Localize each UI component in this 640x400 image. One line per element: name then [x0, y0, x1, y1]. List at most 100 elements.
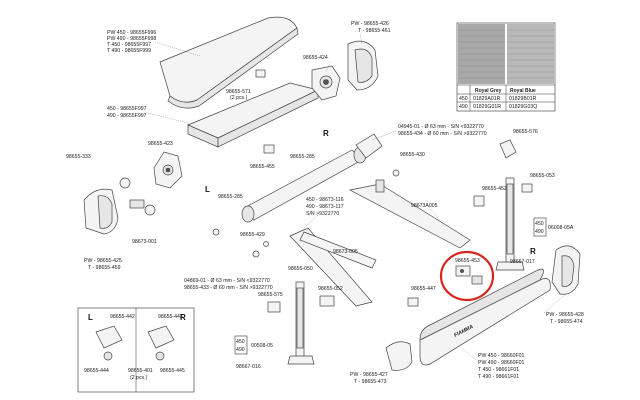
- svg-text:450 - 98655F997: 450 - 98655F997: [107, 106, 147, 112]
- label-017: 98667-017: [510, 259, 535, 265]
- svg-text:T - 98655-473: T - 98655-473: [354, 379, 387, 385]
- label-444: 98655-444: [84, 368, 109, 374]
- label-452: 98655-452: [482, 186, 507, 192]
- svg-text:450: 450: [535, 221, 544, 227]
- roller-label: 04869-01 - Ø 63 mm - S/N <9322770 98655-…: [184, 278, 273, 291]
- blue-450: 01829B01R: [509, 96, 537, 102]
- svg-text:450 - 98673-116: 450 - 98673-116: [306, 197, 344, 203]
- clip-455: [263, 144, 275, 154]
- end-cap-426: [347, 40, 379, 91]
- svg-text:98655-434 - Ø 60 mm - S/N >932: 98655-434 - Ø 60 mm - S/N >9322770: [398, 131, 487, 137]
- back-profile-part: [187, 82, 320, 148]
- svg-text:450: 450: [236, 339, 245, 345]
- fabric-table: Royal Grey Royal Blue 450 01829A01R 0182…: [456, 22, 556, 112]
- bolts-429: [212, 228, 269, 258]
- blue-490: 01829G03Q: [509, 104, 537, 110]
- clip-053: [521, 183, 533, 193]
- svg-text:T - 98655-459: T - 98655-459: [88, 265, 121, 271]
- back-profile-label: 450 - 98655F997 490 - 98655F997: [107, 106, 147, 119]
- svg-text:T 490 - 98655F999: T 490 - 98655F999: [107, 48, 151, 54]
- svg-text:T 450 - 98661F01: T 450 - 98661F01: [478, 367, 519, 373]
- svg-text:S/N >9322770: S/N >9322770: [306, 211, 339, 217]
- cover-label: PW 450 - 98660F01 PW 490 - 98660F01 T 45…: [478, 353, 525, 380]
- label-445: 98655-445: [160, 368, 185, 374]
- inset-box: L 98655-442 98655-443 R 98655-444 98655-…: [77, 307, 195, 393]
- svg-text:PW - 98655-427: PW - 98655-427: [350, 372, 388, 378]
- svg-text:490 - 98673-117: 490 - 98673-117: [306, 204, 344, 210]
- end-cap-427: [385, 341, 413, 371]
- front-cover-bar: FIAMMA: [419, 268, 551, 366]
- svg-text:T - 98655-461: T - 98655-461: [358, 28, 391, 34]
- label-426: PW - 98655-426 T - 98655-461: [351, 21, 391, 34]
- arm-116-label: 450 - 98673-116 490 - 98673-117 S/N >932…: [306, 197, 344, 217]
- svg-text:490: 490: [236, 347, 245, 353]
- support-leg-right: [495, 177, 525, 271]
- size-450: 450: [459, 96, 468, 102]
- svg-text:PW - 98655-428: PW - 98655-428: [546, 312, 584, 318]
- arm-upper: [348, 179, 471, 249]
- label-401-b: (2 pcs.): [130, 375, 148, 381]
- label-427: PW - 98655-427 T - 98655-473: [350, 372, 388, 385]
- part-453: [455, 265, 483, 285]
- svg-text:PW 490 - 98655F998: PW 490 - 98655F998: [107, 36, 156, 42]
- clip-576: [499, 139, 517, 159]
- label-425: PW - 98655-425 T - 98655-459: [84, 258, 122, 271]
- clip-447: [407, 297, 419, 307]
- label-401-a: 98655-401: [128, 368, 153, 374]
- label-052: 98655-052: [318, 286, 343, 292]
- label-423: 98655-423: [148, 141, 173, 147]
- header-royal-blue: Royal Blue: [510, 88, 536, 94]
- size-490: 490: [459, 104, 468, 110]
- front-profile-part: [159, 16, 299, 109]
- label-05: 00508-05: [251, 343, 273, 349]
- end-cap-425: [83, 188, 119, 235]
- small-bracket-571: [255, 69, 266, 78]
- svg-text:T - 98655-474: T - 98655-474: [550, 319, 583, 325]
- label-005: 98673-005: [333, 249, 358, 255]
- svg-text:PW 490 - 98660F01: PW 490 - 98660F01: [478, 360, 525, 366]
- len-box-right: 450 490: [533, 217, 547, 237]
- svg-text:T 450 - 98655F997: T 450 - 98655F997: [107, 42, 151, 48]
- svg-text:T 490 - 98661F01: T 490 - 98661F01: [478, 374, 519, 380]
- label-053: 98655-053: [530, 173, 555, 179]
- arm-joint-label: 04945-01 - Ø 63 mm - S/N <9322770 98655-…: [398, 124, 487, 137]
- inset-L: L: [88, 313, 93, 322]
- label-447: 98655-447: [411, 286, 436, 292]
- svg-text:98655-433 - Ø 60 mm - S/N >932: 98655-433 - Ø 60 mm - S/N >9322770: [184, 285, 273, 291]
- label-424: 98655-424: [303, 55, 328, 61]
- label-455: 98655-455: [250, 164, 275, 170]
- label-430: 98655-430: [400, 152, 425, 158]
- label-a005: 98673A005: [411, 203, 438, 209]
- label-428: PW - 98655-428 T - 98655-474: [546, 312, 584, 325]
- label-453: 98655-453: [455, 258, 480, 264]
- header-royal-grey: Royal Grey: [475, 88, 502, 94]
- label-016: 98667-016: [236, 364, 261, 370]
- svg-text:490: 490: [535, 229, 544, 235]
- support-leg-left: [287, 281, 315, 365]
- len-box-left: 450 490: [234, 335, 248, 355]
- svg-text:490 - 98655F997: 490 - 98655F997: [107, 113, 147, 119]
- leader-lines: [147, 32, 567, 361]
- label-576: 98655-576: [513, 129, 538, 135]
- side-R-2: R: [530, 247, 536, 256]
- svg-text:PW - 98655-425: PW - 98655-425: [84, 258, 122, 264]
- mechanism-424: [311, 65, 341, 101]
- grey-490: 01829G01R: [473, 104, 501, 110]
- inset-R: R: [180, 313, 186, 322]
- label-575: 98655-575: [258, 292, 283, 298]
- label-05a: 06008-05A: [548, 225, 574, 231]
- side-R-1: R: [323, 129, 329, 138]
- label-442: 98655-442: [110, 314, 135, 320]
- side-L-1: L: [205, 185, 210, 194]
- grey-450: 01829A01R: [473, 96, 501, 102]
- arm-lower: [289, 227, 377, 307]
- clip-452: [473, 195, 485, 207]
- front-profile-label: PW 450 - 98655F996 PW 490 - 98655F998 T …: [107, 30, 156, 54]
- spring-333: [119, 177, 156, 216]
- roller-end-cap: [355, 133, 383, 159]
- label-571-a: 98655-571: [226, 89, 251, 95]
- label-429: 98655-429: [240, 232, 265, 238]
- screw-430: [392, 169, 400, 177]
- bracket-052: [319, 295, 335, 307]
- svg-text:04945-01 - Ø 63 mm - S/N <9322: 04945-01 - Ø 63 mm - S/N <9322770: [398, 124, 484, 130]
